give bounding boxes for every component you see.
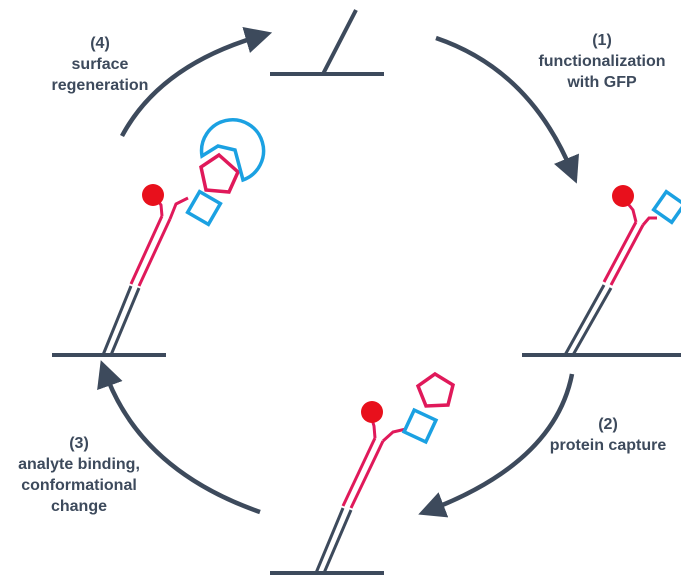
cycle-arrow-icon xyxy=(418,373,575,518)
step-4-label: (4) surface regeneration xyxy=(40,33,160,96)
dye-ball-icon xyxy=(142,184,164,206)
dna-linker-icon xyxy=(571,287,613,356)
dna-linker-icon xyxy=(349,440,385,509)
dye-ball-icon xyxy=(612,185,634,207)
step-3-line-1: analyte binding, xyxy=(18,456,140,473)
dna-linker-icon xyxy=(602,221,638,283)
step-1-line-2: with GFP xyxy=(567,74,637,91)
pacman-analyte-icon xyxy=(199,118,266,183)
dna-linker-icon xyxy=(137,218,172,287)
step-2-label: (2) protein capture xyxy=(538,414,678,456)
dna-linker-icon xyxy=(341,437,377,507)
dna-linker-icon xyxy=(168,196,189,220)
step-3-number: (3) xyxy=(69,435,89,452)
dna-linker-icon xyxy=(101,285,133,356)
dna-linker-icon xyxy=(109,287,141,356)
step-1-line-1: functionalization xyxy=(538,53,666,70)
dna-linker-icon xyxy=(641,216,657,226)
protein-captured-surface xyxy=(270,371,456,575)
step-1-number: (1) xyxy=(592,32,612,49)
cycle-arrow-icon xyxy=(120,27,273,138)
cycle-arrow-icon xyxy=(435,35,579,184)
cycle-arrow-icon xyxy=(97,360,261,515)
analyte-bound-surface xyxy=(52,118,266,357)
dna-linker-icon xyxy=(609,224,645,286)
step-4-line-1: surface xyxy=(71,56,129,73)
pentagon-protein-icon xyxy=(415,371,456,408)
step-3-label: (3) analyte binding, conformational chan… xyxy=(4,433,154,517)
functionalized-surface xyxy=(522,185,681,357)
step-4-line-2: regeneration xyxy=(51,77,149,94)
step-3-line-2: conformational xyxy=(21,477,137,494)
square-tag-icon xyxy=(651,189,681,225)
dna-linker-icon xyxy=(381,427,407,443)
dna-linker-icon xyxy=(563,284,606,356)
pentagon-protein-icon xyxy=(199,152,241,194)
dye-ball-icon xyxy=(361,401,383,423)
dna-linker-icon xyxy=(314,507,345,574)
dna-linker-icon xyxy=(322,509,353,574)
step-3-line-3: change xyxy=(50,498,107,515)
step-1-label: (1) functionalization with GFP xyxy=(532,30,672,93)
square-tag-icon xyxy=(185,189,223,227)
regenerated-surface xyxy=(270,9,384,76)
step-2-line-1: protein capture xyxy=(549,437,667,454)
dna-linker-icon xyxy=(321,9,358,75)
dna-linker-icon xyxy=(129,215,164,285)
step-4-number: (4) xyxy=(90,35,110,52)
square-tag-icon xyxy=(401,407,439,445)
step-2-number: (2) xyxy=(598,416,618,433)
